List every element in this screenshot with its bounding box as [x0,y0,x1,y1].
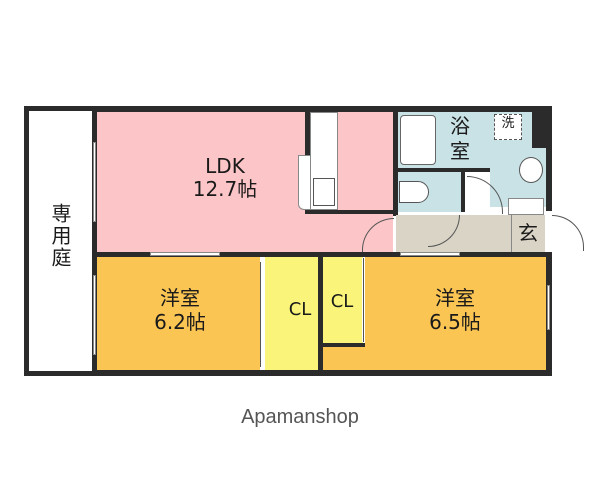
bath-bottom-wall [393,168,493,172]
kitchen-bottom-wall [305,210,395,214]
east-wall-upper [546,106,552,211]
washer-label: 洗 [501,116,515,131]
western-room-1-label: 洋室 [160,286,200,310]
mid-wall [92,252,552,257]
closet-1-doors[interactable] [260,262,262,367]
western-room-1 [97,257,260,370]
outer-wall-bottom [92,370,552,376]
entrance-door[interactable] [552,215,584,251]
entrance-area [511,215,545,253]
closet-divider-wall [318,257,323,370]
west-window-ldk [93,142,96,222]
garden-label: 専用庭 [48,203,72,269]
toilet-wall [461,172,465,212]
west-wall [92,106,97,376]
interior-window-1 [150,252,220,256]
bath-label: 浴室 [450,114,470,163]
western-room-1-size: 6.2帖 [154,310,206,334]
closet-1 [262,257,320,370]
ldk-room-lower [97,215,393,252]
washer-space [494,114,522,140]
closet-2-bottom-wall [323,343,365,347]
kitchen-sink [313,178,335,206]
outer-wall-top [92,106,552,112]
closet-1-label: CL [288,299,312,320]
ldk-size: 12.7帖 [192,177,258,201]
brand-watermark: Apamanshop [241,406,359,428]
east-window-room2 [547,285,550,330]
toilet-icon [399,181,429,203]
closet-2-label: CL [330,291,354,312]
washroom-wall-right [532,106,550,148]
interior-window-2 [400,252,460,256]
entrance-label: 玄 [518,221,538,245]
bathtub-icon [400,115,436,165]
shoe-cabinet [508,198,544,215]
western-room-2-size: 6.5帖 [429,310,481,334]
west-window-room1 [93,275,96,355]
closet-2 [323,257,363,345]
ldk-label: LDK [205,154,245,178]
western-room-2-lower [323,347,546,370]
washbasin-icon [519,157,543,183]
ldk-east-wall [393,106,398,216]
kitchen-counter-edge [298,155,311,210]
western-room-2-label: 洋室 [435,286,475,310]
closet-2-doors[interactable] [362,258,364,342]
